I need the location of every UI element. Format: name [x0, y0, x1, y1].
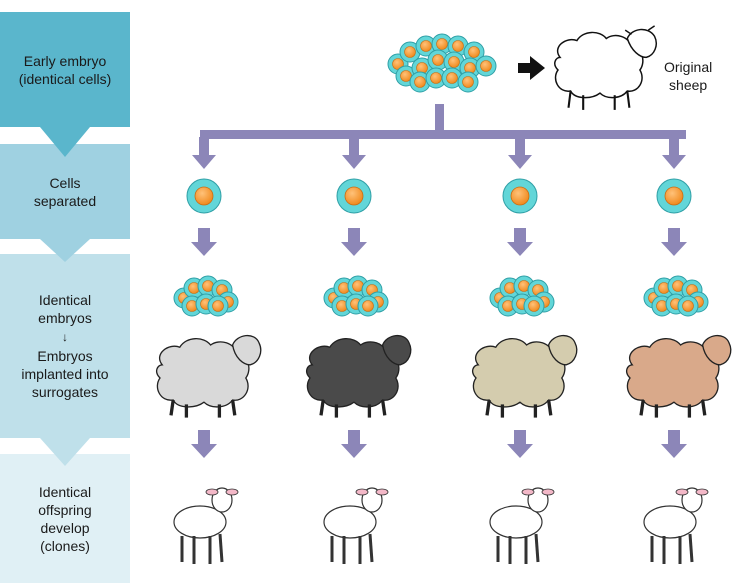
right-arrow-icon [518, 56, 545, 80]
separated-cell-1 [186, 178, 222, 214]
identical-embryo-3 [490, 276, 554, 316]
step-implanted-label: Embryos implanted into surrogates [21, 348, 109, 400]
surrogate-sheep-2 [305, 334, 412, 418]
offspring-lamb-1 [173, 487, 239, 564]
step-early-embryo: Early embryo (identical cells) [0, 12, 130, 127]
branch-arrow-2 [342, 137, 366, 169]
branch-arrow-3 [508, 137, 532, 169]
identical-embryo-4 [644, 276, 708, 316]
branch-arrow-4 [662, 137, 686, 169]
offspring-lamb-2 [323, 487, 389, 564]
arrow-to-offspring-1 [191, 430, 217, 458]
original-sheep-label: Original sheep [664, 59, 713, 93]
identical-embryo-1 [174, 276, 238, 316]
step-cells-separated: Cells separated [0, 144, 130, 239]
offspring-lamb-4 [643, 487, 709, 564]
step-offspring-label: Identical offspring develop (clones) [38, 483, 92, 554]
branch-connector [200, 104, 686, 139]
step-early-embryo-label: Early embryo (identical cells) [18, 52, 112, 87]
step-identical-embryos-label: Identical embryos [38, 292, 92, 326]
separated-cell-2 [336, 178, 372, 214]
arrow-to-embryo-4 [661, 228, 687, 256]
arrow-to-offspring-4 [661, 430, 687, 458]
identical-embryo-2 [324, 276, 388, 316]
arrow-to-offspring-3 [507, 430, 533, 458]
separated-cell-4 [656, 178, 692, 214]
early-embryo-cluster [387, 33, 497, 93]
branch-arrow-1 [192, 137, 216, 169]
surrogate-sheep-3 [471, 334, 578, 418]
arrow-to-embryo-3 [507, 228, 533, 256]
surrogate-sheep-1 [155, 334, 262, 418]
step-offspring: Identical offspring develop (clones) [0, 454, 130, 583]
arrow-to-embryo-1 [191, 228, 217, 256]
arrow-to-offspring-2 [341, 430, 367, 458]
separated-cell-3 [502, 178, 538, 214]
surrogate-sheep-4 [625, 334, 732, 418]
arrow-to-embryo-2 [341, 228, 367, 256]
offspring-lamb-3 [489, 487, 555, 564]
down-arrow-icon: ↓ [62, 330, 68, 344]
step-cells-separated-label: Cells separated [33, 174, 97, 209]
step-identical-embryos: Identical embryos ↓ Embryos implanted in… [0, 254, 130, 438]
original-sheep [554, 25, 657, 110]
